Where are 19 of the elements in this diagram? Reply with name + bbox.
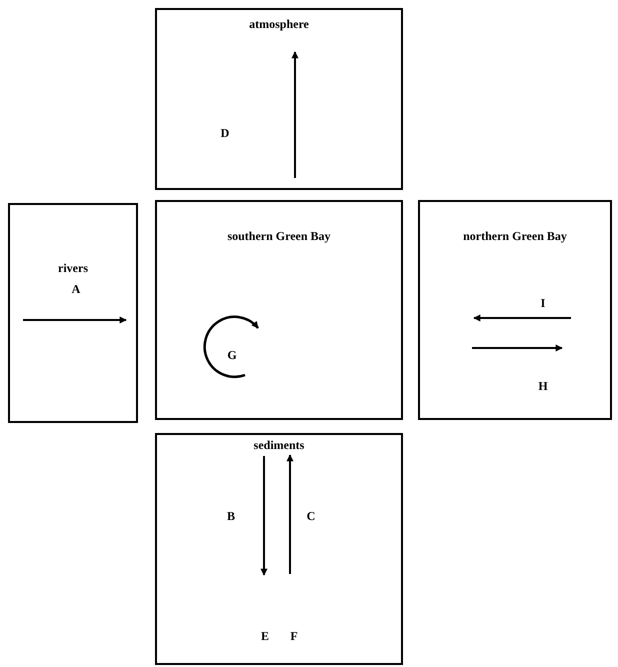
flux-label: E (261, 630, 269, 642)
compartment-title: northern Green Bay (462, 230, 568, 242)
flux-label: F (290, 630, 298, 642)
compartment-title: southern Green Bay (226, 230, 332, 242)
flux-label: C (306, 510, 316, 522)
compartment-title: atmosphere (248, 18, 310, 30)
flux-label: I (540, 297, 546, 309)
flux-label: D (220, 127, 230, 139)
compartment-title: rivers (57, 262, 89, 274)
flux-label: B (227, 510, 235, 522)
compartment-box (8, 203, 138, 423)
flux-label: A (72, 283, 80, 295)
compartment-box (155, 200, 403, 420)
compartment-box (418, 200, 612, 420)
flux-label: G (227, 349, 237, 361)
compartment-box (155, 8, 403, 190)
flux-label: H (538, 380, 548, 392)
compartment-title: sediments (252, 439, 306, 451)
compartment-box (155, 433, 403, 665)
